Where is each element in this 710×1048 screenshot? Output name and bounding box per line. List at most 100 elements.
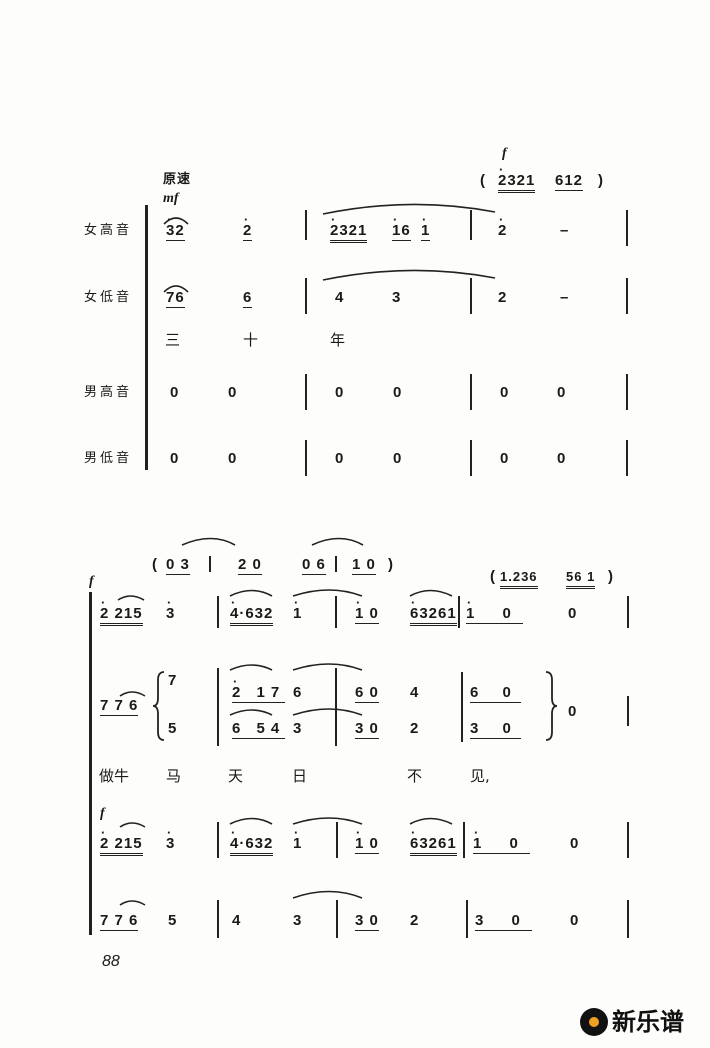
barline	[466, 900, 468, 938]
system-bracket	[145, 205, 148, 470]
rest: 0	[393, 450, 403, 467]
part-label-soprano: 女高音	[84, 222, 133, 237]
note: 7 7 6	[100, 697, 139, 716]
interlude-note: 0 3	[166, 556, 190, 575]
note: 1	[293, 824, 309, 853]
barline	[470, 440, 472, 476]
note: 3 0	[475, 912, 532, 931]
barline	[470, 210, 472, 240]
note: 3 0	[355, 912, 379, 931]
note: 32	[166, 211, 185, 241]
dynamic-f: f	[100, 806, 105, 821]
note: 7 7 6	[100, 912, 139, 931]
interlude-close: )	[608, 568, 614, 585]
part-label-alto: 女低音	[84, 289, 133, 304]
note: 2 17	[232, 673, 286, 703]
note: 4·632	[230, 824, 274, 856]
barline	[335, 668, 337, 746]
note: 1 0	[466, 594, 523, 624]
note: 2 215	[100, 824, 143, 856]
note: 16	[392, 211, 411, 241]
note: 1	[421, 211, 437, 241]
rest: 0	[570, 912, 580, 929]
brace-left	[152, 671, 165, 741]
note: 4	[335, 289, 345, 306]
barline	[470, 278, 472, 314]
barline	[626, 210, 628, 246]
rest: 0	[335, 450, 345, 467]
rest: 0	[570, 835, 580, 852]
note: 3 0	[470, 720, 521, 739]
barline	[217, 822, 219, 858]
rest: 0	[500, 450, 510, 467]
system-bracket	[89, 592, 92, 935]
rest: 0	[228, 384, 238, 401]
note: 3	[293, 912, 303, 929]
lyric: 十	[243, 331, 259, 349]
note: 1	[293, 594, 309, 623]
note: 6 0	[355, 684, 379, 703]
note: 1 0	[355, 824, 379, 854]
interlude-open: (	[480, 172, 486, 189]
note: 3	[166, 594, 182, 623]
note: 7	[168, 672, 178, 689]
lyric: 年	[330, 331, 346, 349]
note: 63261	[410, 594, 457, 626]
lyric: 天	[228, 767, 244, 785]
note: 6 0	[470, 684, 521, 703]
barline	[626, 440, 628, 476]
brace-right	[545, 671, 558, 741]
interlude-note: 612	[555, 172, 584, 191]
note: 5	[168, 912, 178, 929]
rest: 0	[170, 384, 180, 401]
barline	[470, 374, 472, 410]
barline	[305, 210, 307, 240]
barline	[463, 822, 465, 858]
interlude-note: 0 6	[302, 556, 326, 575]
rest: 0	[557, 384, 567, 401]
dash: –	[560, 289, 570, 306]
note: 1 0	[473, 824, 530, 854]
barline	[626, 374, 628, 410]
dynamic-mf: mf	[163, 191, 179, 206]
note: 2321	[330, 211, 368, 243]
barline	[626, 278, 628, 314]
barline	[335, 596, 337, 628]
vinyl-record-icon	[580, 1008, 608, 1036]
lyric: 日	[292, 767, 308, 785]
barline	[305, 374, 307, 410]
barline	[627, 696, 629, 726]
barline	[217, 900, 219, 938]
note: 5	[168, 720, 178, 737]
logo-text: 新乐谱	[612, 1008, 684, 1036]
note: 6	[293, 684, 303, 701]
lyric: 马	[166, 767, 182, 785]
barline	[305, 278, 307, 314]
dynamic-f: f	[502, 146, 507, 161]
rest: 0	[335, 384, 345, 401]
note: 63261	[410, 824, 457, 856]
rest: 0	[568, 605, 578, 622]
interlude-note: 1.236	[500, 568, 538, 589]
interlude-note: 1 0	[352, 556, 376, 575]
barline	[217, 668, 219, 746]
note: 3	[392, 289, 402, 306]
interlude-close: )	[598, 172, 604, 189]
barline	[336, 900, 338, 938]
barline	[458, 596, 460, 628]
interlude-close: )	[388, 556, 394, 573]
rest: 0	[500, 384, 510, 401]
barline	[217, 596, 219, 628]
barline	[335, 556, 337, 572]
note: 2	[498, 289, 508, 306]
interlude-note: 56 1	[566, 568, 596, 589]
interlude-note: 2 0	[238, 556, 262, 575]
interlude-open: (	[152, 556, 158, 573]
tempo-marking: 原速	[163, 171, 192, 186]
rest: 0	[568, 703, 578, 720]
rest: 0	[393, 384, 403, 401]
note: 3 0	[355, 720, 379, 739]
interlude-note: 2321	[498, 161, 536, 193]
part-label-tenor: 男高音	[84, 384, 133, 399]
dash: –	[560, 222, 570, 239]
